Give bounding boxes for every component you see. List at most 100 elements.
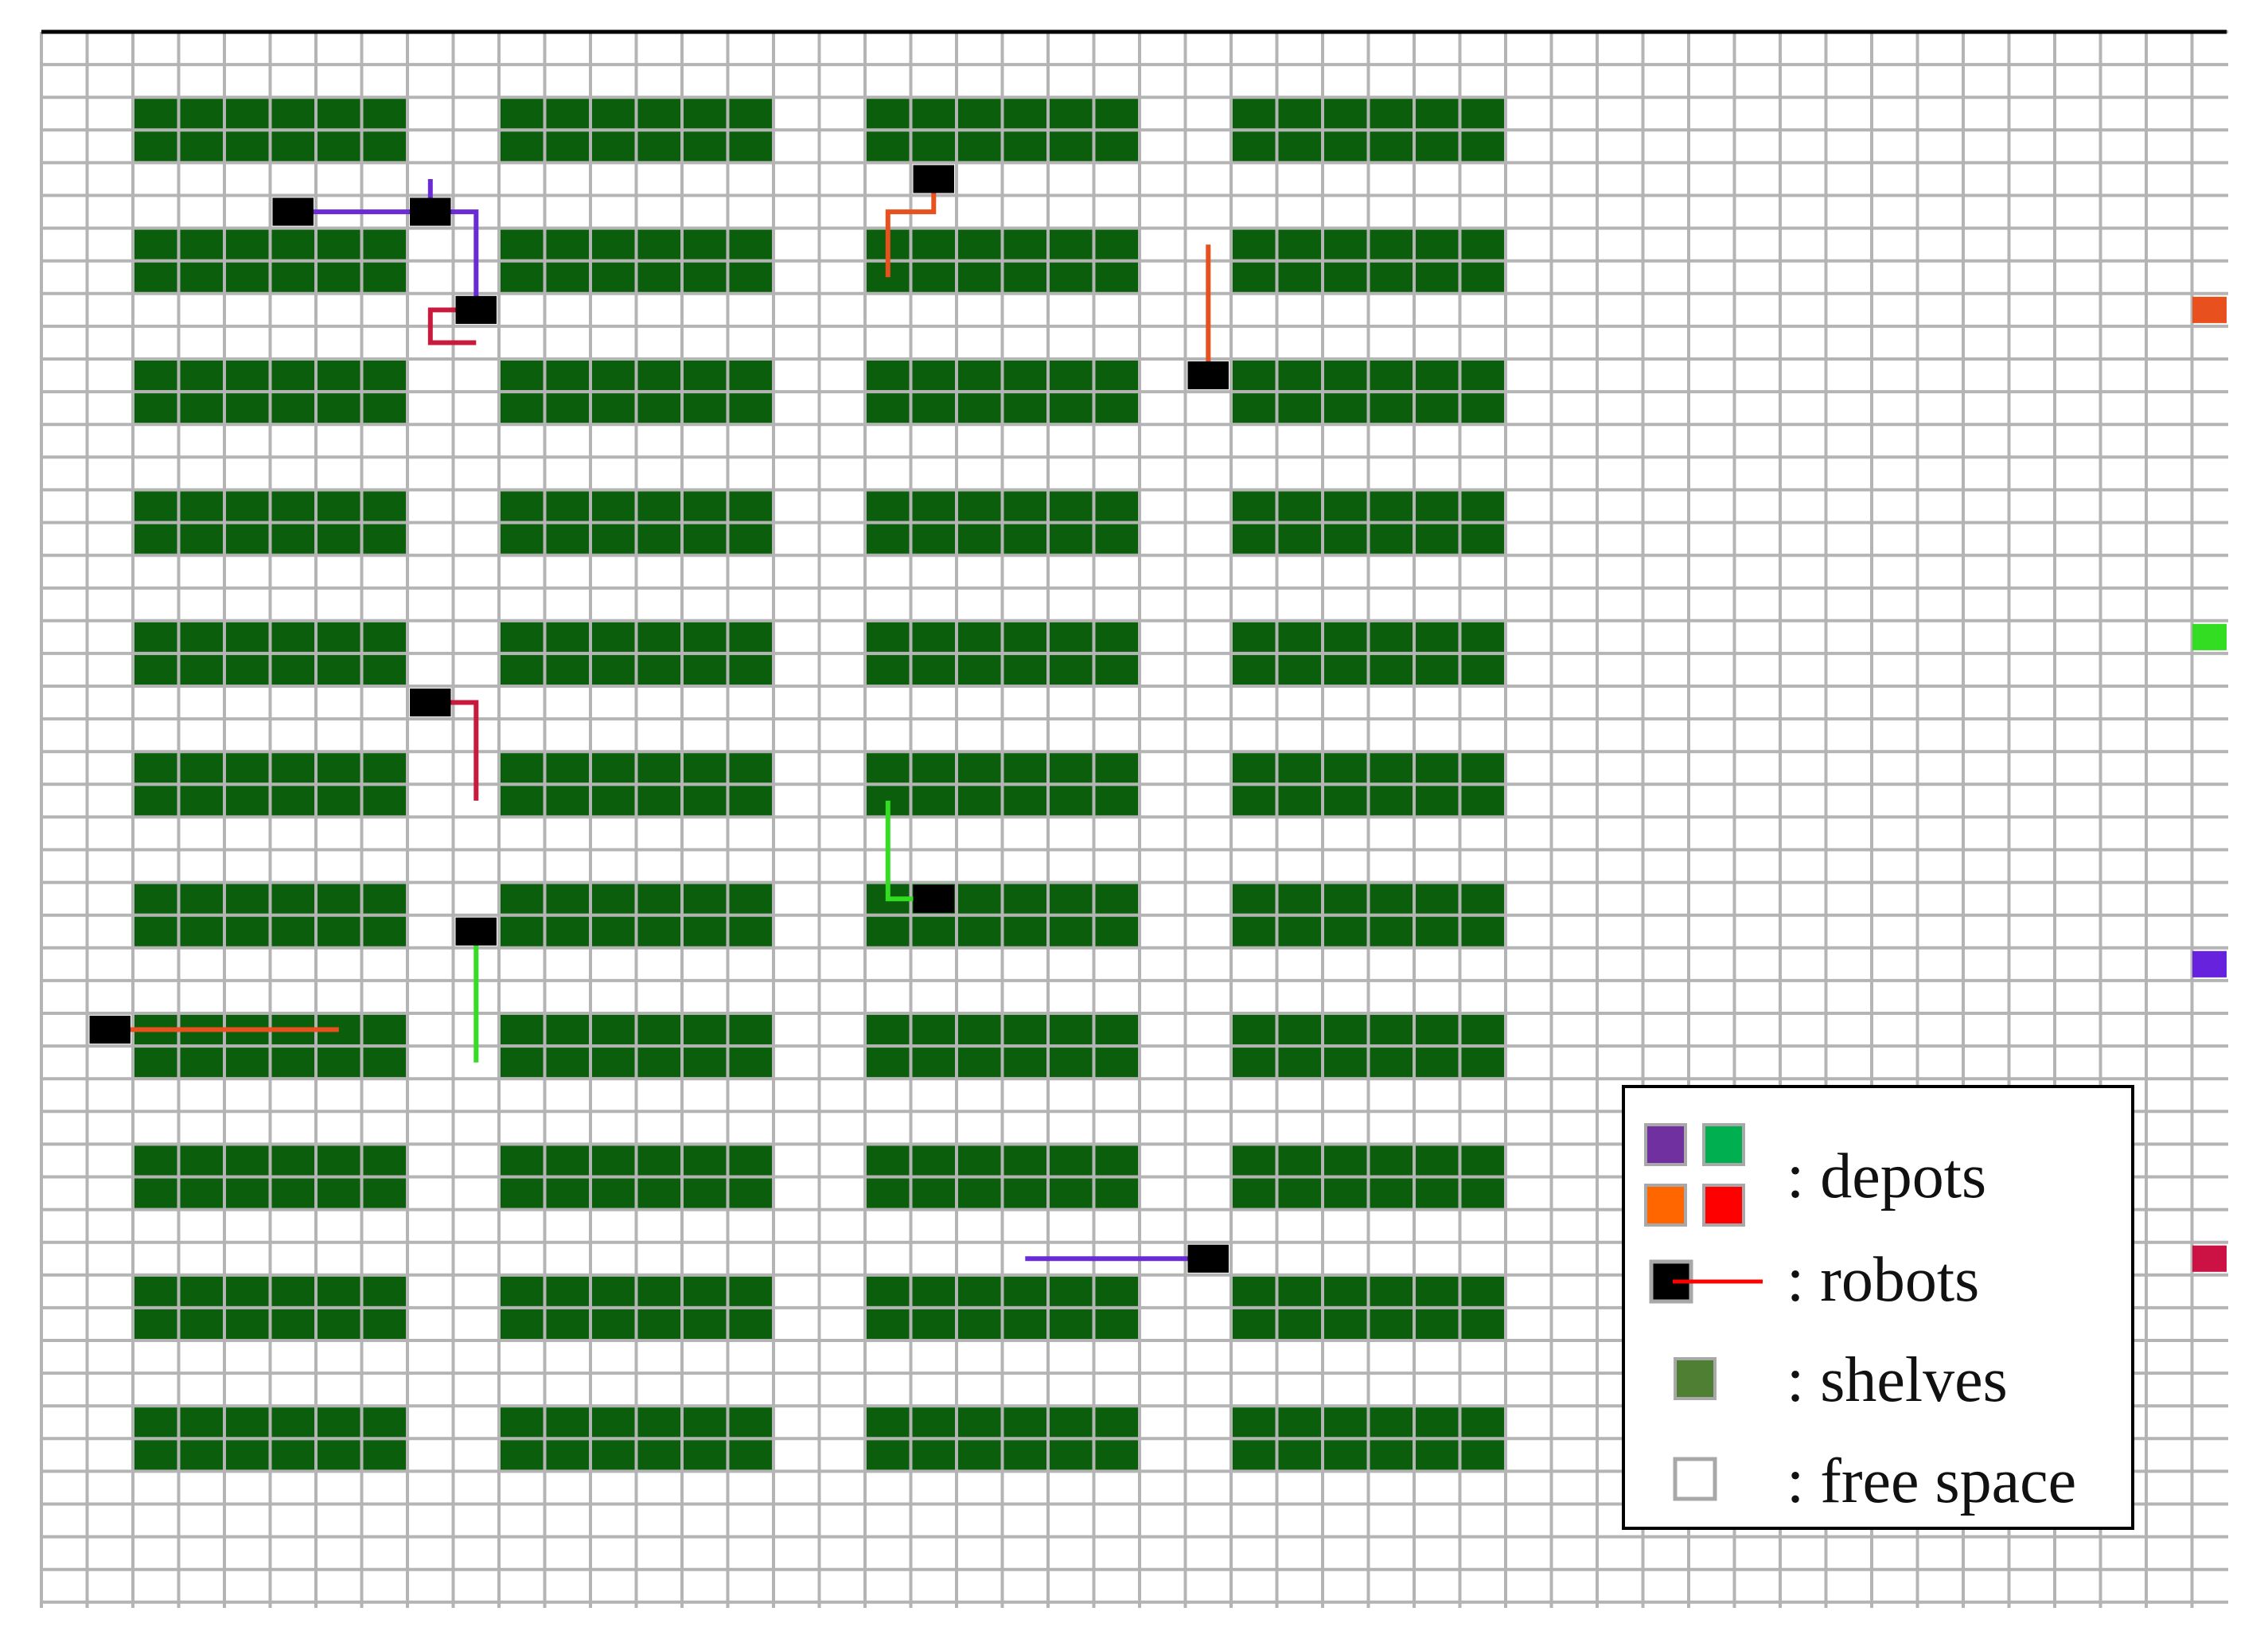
shelf-cell — [1416, 622, 1459, 652]
shelf-cell — [180, 1048, 223, 1078]
shelf-cell — [867, 524, 910, 554]
shelf-cell — [1003, 1407, 1046, 1438]
shelf-cell — [637, 1276, 680, 1306]
shelf-cell — [1278, 1145, 1321, 1176]
shelf-cell — [134, 1407, 177, 1438]
shelf-cell — [1416, 753, 1459, 783]
shelf-cell — [546, 131, 589, 162]
shelf-cell — [226, 622, 269, 652]
shelf-cell — [637, 622, 680, 652]
shelf-cell — [134, 229, 177, 259]
shelf-cell — [363, 1276, 406, 1306]
shelf-cell — [684, 361, 727, 391]
shelf-cell — [1461, 1015, 1504, 1045]
shelf-cell — [1003, 229, 1046, 259]
robot-crimson-hook — [455, 295, 497, 324]
shelf-cell — [1095, 393, 1138, 423]
shelf-cell — [592, 99, 635, 129]
depot-green — [2192, 623, 2227, 650]
shelf-cell — [684, 262, 727, 292]
shelf-cell — [1050, 1440, 1093, 1470]
shelf-cell — [1461, 1309, 1504, 1339]
shelf-cell — [318, 753, 360, 783]
shelf-cell — [1461, 393, 1504, 423]
shelf-cell — [180, 393, 223, 423]
shelf-cell — [501, 654, 544, 685]
robot-orange-left — [89, 1016, 131, 1044]
shelf-cell — [363, 1048, 406, 1078]
shelf-cell — [1278, 753, 1321, 783]
shelf-cell — [1370, 99, 1413, 129]
shelf-cell — [1416, 1178, 1459, 1208]
shelf-cell — [1461, 491, 1504, 521]
shelf-cell — [637, 916, 680, 946]
shelf-cell — [867, 131, 910, 162]
shelf-cell — [546, 1145, 589, 1176]
shelf-cell — [958, 262, 1001, 292]
shelf-cell — [867, 1440, 910, 1470]
shelf-cell — [1461, 361, 1504, 391]
shelf-cell — [592, 753, 635, 783]
shelf-cell — [1095, 1048, 1138, 1078]
shelf-cell — [180, 622, 223, 652]
legend-shelf-swatch — [1674, 1357, 1717, 1400]
shelf-cell — [318, 262, 360, 292]
shelf-cell — [271, 1145, 314, 1176]
robot-green-left — [455, 917, 497, 946]
shelf-cell — [226, 916, 269, 946]
shelf-cell — [592, 786, 635, 816]
shelf-cell — [1461, 884, 1504, 914]
shelf-cell — [1416, 229, 1459, 259]
shelf-cell — [318, 361, 360, 391]
shelf-cell — [501, 524, 544, 554]
shelf-cell — [1324, 753, 1367, 783]
legend-label-depots: : depots — [1787, 1141, 1986, 1211]
shelf-cell — [1278, 361, 1321, 391]
shelf-cell — [1461, 1178, 1504, 1208]
shelf-cell — [684, 753, 727, 783]
shelf-cell — [729, 1145, 772, 1176]
shelf-cell — [958, 131, 1001, 162]
shelf-cell — [684, 393, 727, 423]
shelf-cell — [226, 393, 269, 423]
shelf-cell — [1278, 524, 1321, 554]
shelf-cell — [134, 1145, 177, 1176]
shelf-cell — [546, 1178, 589, 1208]
shelf-cell — [958, 1276, 1001, 1306]
shelf-cell — [1050, 262, 1093, 292]
shelf-cell — [1003, 1440, 1046, 1470]
shelf-cell — [1050, 1015, 1093, 1045]
shelf-cell — [1324, 229, 1367, 259]
shelf-cell — [637, 786, 680, 816]
shelf-cell — [226, 1178, 269, 1208]
shelf-cell — [546, 1440, 589, 1470]
shelf-cell — [363, 1440, 406, 1470]
shelf-cell — [180, 229, 223, 259]
shelf-cell — [1416, 916, 1459, 946]
shelf-cell — [592, 1407, 635, 1438]
shelf-cell — [363, 884, 406, 914]
shelf-cell — [134, 99, 177, 129]
shelf-cell — [1278, 99, 1321, 129]
shelf-cell — [1324, 1276, 1367, 1306]
shelf-cell — [637, 229, 680, 259]
shelf-cell — [867, 622, 910, 652]
shelf-cell — [180, 131, 223, 162]
shelf-cell — [271, 229, 314, 259]
shelf-cell — [637, 524, 680, 554]
shelf-cell — [684, 229, 727, 259]
shelf-cell — [363, 1309, 406, 1339]
shelf-cell — [1233, 1309, 1276, 1339]
shelf-cell — [180, 491, 223, 521]
shelf-cell — [501, 1048, 544, 1078]
shelf-cell — [501, 131, 544, 162]
shelf-cell — [684, 491, 727, 521]
shelf-cell — [637, 753, 680, 783]
shelf-cell — [912, 1015, 955, 1045]
shelf-cell — [134, 622, 177, 652]
shelf-cell — [1233, 262, 1276, 292]
shelf-cell — [1050, 361, 1093, 391]
shelf-cell — [501, 1145, 544, 1176]
shelf-cell — [958, 1407, 1001, 1438]
shelf-cell — [1416, 1048, 1459, 1078]
